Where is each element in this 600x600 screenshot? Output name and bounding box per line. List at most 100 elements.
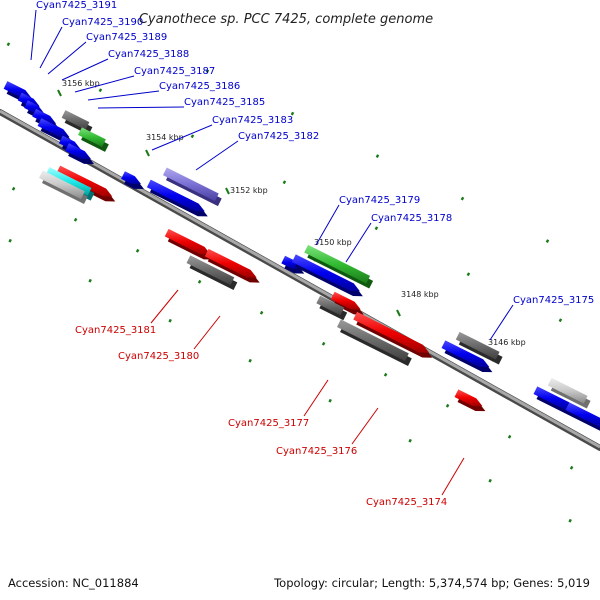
track-tick (383, 372, 388, 377)
gene-arrow (455, 331, 500, 360)
gene-arrow (164, 228, 211, 255)
callout-line (87, 90, 160, 101)
gene-label-top: Cyan7425_3190 (62, 17, 143, 28)
track-tick (558, 318, 563, 323)
track-tick (205, 69, 210, 73)
track-tick (135, 248, 140, 253)
gene-arrow (32, 108, 57, 124)
track-tick (375, 154, 380, 158)
gene-arrow (304, 244, 371, 284)
gene-arrow (56, 165, 113, 197)
genome-summary-text: Topology: circular; Length: 5,374,574 bp… (273, 576, 590, 590)
gene-arrow (204, 248, 257, 278)
gene-arrow (61, 110, 90, 130)
callout-line (151, 124, 213, 151)
gene-arrow (547, 377, 588, 404)
track-tick (197, 279, 202, 284)
kbp-marker-label: 3150 kbp (314, 238, 352, 247)
gene-arrow (65, 143, 91, 160)
genome-backbone (0, 109, 600, 451)
callout-line (193, 315, 221, 350)
gene-label-top: Cyan7425_3183 (212, 115, 293, 126)
backbone-line (0, 109, 600, 449)
track-tick (190, 134, 195, 139)
track-tick (460, 196, 465, 201)
gene-arrow (24, 100, 44, 114)
callout-line (195, 140, 239, 171)
gene-label-bottom: Cyan7425_3180 (118, 351, 199, 362)
track-tick (98, 88, 103, 93)
kbp-marker-label: 3148 kbp (401, 290, 439, 299)
callout-line (489, 304, 514, 341)
kbp-tick (57, 89, 62, 97)
gene-label-bottom: Cyan7425_3174 (366, 497, 447, 508)
gene-arrow (121, 171, 141, 185)
gene-arrow (330, 291, 361, 310)
track-tick (282, 180, 287, 185)
track-tick (568, 518, 572, 523)
track-tick (8, 238, 12, 243)
kbp-tick (145, 149, 150, 157)
gene-arrow (336, 319, 409, 362)
gene-arrow (17, 92, 40, 107)
gene-label-top: Cyan7425_3179 (339, 195, 420, 206)
gene-label-top: Cyan7425_3191 (36, 0, 117, 11)
gene-arrow (45, 167, 92, 196)
callout-line (303, 379, 329, 417)
track-tick (507, 434, 512, 439)
track-tick (328, 398, 332, 403)
kbp-marker-label: 3156 kbp (62, 79, 100, 88)
gene-label-top: Cyan7425_3186 (159, 81, 240, 92)
kbp-marker-label: 3154 kbp (146, 133, 184, 142)
gene-arrow (162, 167, 219, 202)
gene-arrow (186, 255, 235, 285)
callout-line (351, 407, 379, 445)
track-tick (374, 226, 379, 231)
gene-arrow (58, 135, 81, 150)
gene-arrow (565, 402, 600, 427)
callout-line (97, 106, 185, 109)
gene-arrow (37, 118, 70, 138)
track-tick (168, 318, 172, 323)
gene-arrow (146, 179, 205, 212)
gene-arrow (291, 254, 360, 292)
track-tick (248, 358, 252, 363)
gene-label-bottom: Cyan7425_3181 (75, 325, 156, 336)
kbp-tick (396, 309, 401, 317)
gene-label-top: Cyan7425_3189 (86, 32, 167, 43)
gene-labels: Cyan7425_3191Cyan7425_3190Cyan7425_3189C… (30, 0, 594, 508)
gene-arrow (533, 386, 576, 411)
gene-arrow (454, 389, 483, 407)
track-tick (321, 341, 326, 346)
gene-label-top: Cyan7425_3178 (371, 213, 452, 224)
track-tick (466, 272, 471, 277)
gene-arrow (38, 170, 85, 200)
gene-label-top: Cyan7425_3188 (108, 49, 189, 60)
gene-arrow (353, 311, 430, 353)
gene-arrow (316, 295, 345, 316)
callout-line (30, 9, 37, 61)
gene-label-top: Cyan7425_3182 (238, 131, 319, 142)
gene-arrow (78, 127, 106, 147)
callout-line (74, 75, 135, 93)
track-tick (545, 239, 550, 243)
callout-line (47, 41, 87, 75)
gene-label-top: Cyan7425_3185 (184, 97, 265, 108)
gene-label-top: Cyan7425_3187 (134, 66, 215, 77)
callout-line (345, 222, 372, 263)
gene-label-bottom: Cyan7425_3177 (228, 418, 309, 429)
track-tick (11, 186, 16, 191)
track-tick (73, 217, 78, 222)
map-title: Cyanothece sp. PCC 7425, complete genome (139, 12, 433, 27)
track-tick (445, 403, 450, 408)
gene-label-bottom: Cyan7425_3176 (276, 446, 357, 457)
gene-label-top: Cyan7425_3175 (513, 295, 594, 306)
track-tick (408, 438, 412, 443)
gene-arrow (441, 340, 490, 368)
track-tick (259, 310, 264, 315)
callout-line (39, 26, 63, 69)
callout-line (61, 58, 109, 81)
track-tick (6, 42, 11, 47)
